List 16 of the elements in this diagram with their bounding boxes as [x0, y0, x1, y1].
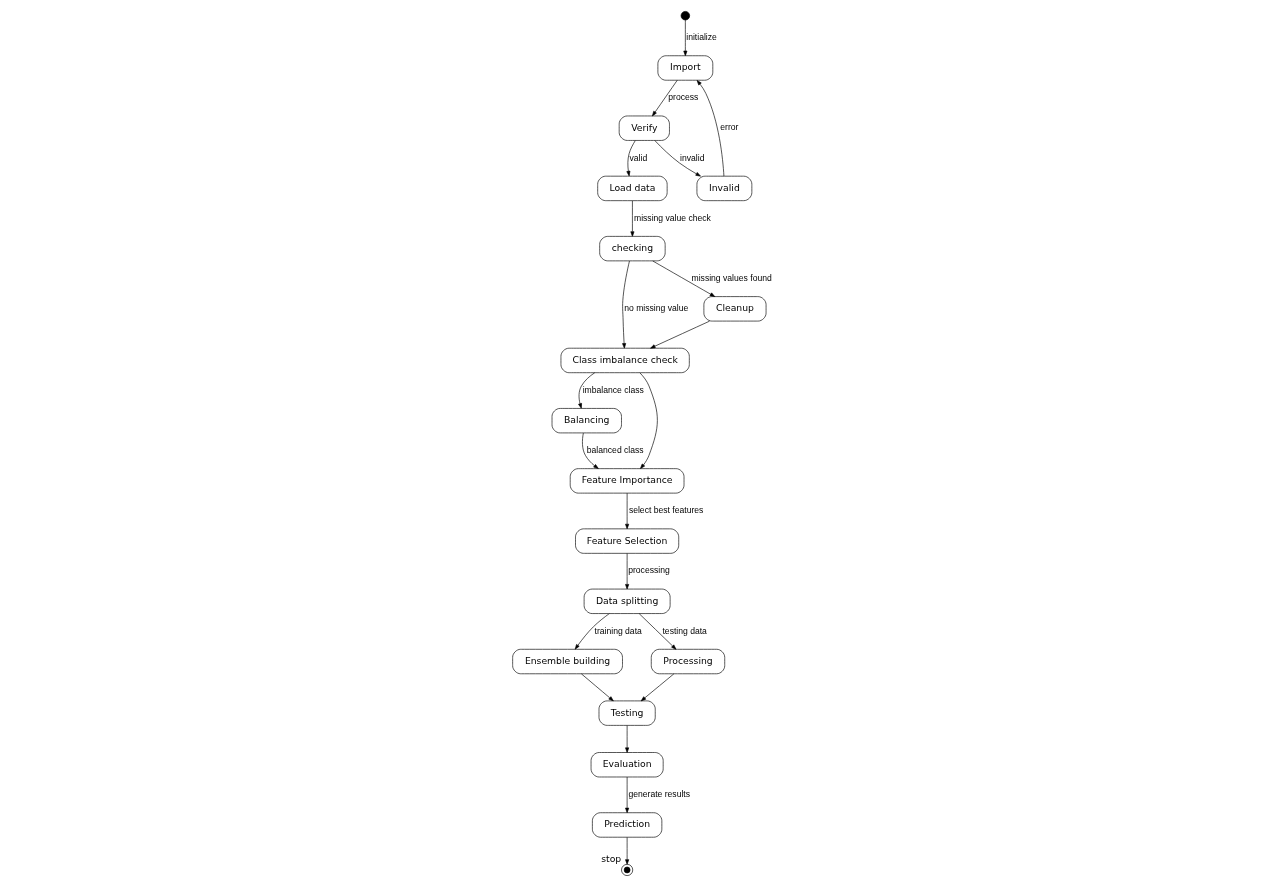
edge-label: training data	[594, 625, 642, 636]
edge-label: testing data	[661, 625, 707, 636]
edge-label: no missing value	[623, 303, 688, 314]
edge-label: missing values found	[691, 272, 772, 283]
edge-label: initialize	[685, 32, 717, 43]
edge-label: processing	[627, 565, 670, 576]
edge-label: generate results	[627, 789, 690, 800]
edge-label: process	[667, 92, 698, 103]
edge-label: balanced class	[586, 445, 644, 456]
edge-label: imbalance class	[582, 384, 644, 395]
edge-label: select best features	[628, 505, 703, 516]
edge-label: missing value check	[633, 212, 711, 223]
edge-label: error	[719, 122, 738, 133]
node-label: stop	[600, 852, 621, 864]
edge-label: valid	[629, 152, 647, 163]
edge-label: invalid	[679, 152, 704, 163]
